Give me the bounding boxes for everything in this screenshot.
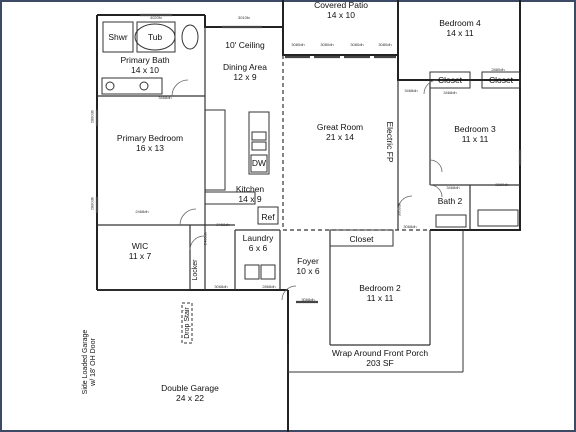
laundry-name: Laundry [242,233,274,243]
bath2-label: Bath 2 [437,196,463,206]
laundry-size: 6 x 6 [248,243,268,253]
window-tag-bath-top-1: 4020fx [149,15,162,20]
wic-label: WIC 11 x 7 [110,241,170,261]
bath-fixtures [101,21,519,228]
closet-b-label: Closet [488,75,514,85]
bedroom3-label: Bedroom 3 11 x 11 [440,124,510,144]
window-tag-patio-1: 3080dh [291,42,305,47]
dining-label: Dining Area 12 x 9 [210,62,280,82]
window-tag-laundry-door: 2468dh [216,222,230,227]
ref-label: Ref [261,212,275,222]
dw-label: DW [251,158,267,168]
primary-bedroom-size: 16 x 13 [136,143,164,153]
primary-bath-size: 14 x 10 [131,65,159,75]
window-tag-bed4-right: 2880dh [491,67,505,72]
covered-patio-label: Covered Patio 14 x 10 [296,0,386,20]
window-tag-primary-bottom: 2468dh [135,209,149,214]
covered-patio-size: 14 x 10 [327,10,355,20]
porch-size: 203 SF [366,358,394,368]
window-tag-bed2-door: 2868dh [262,284,276,289]
drop-stair-label: Drop Stair [184,307,191,339]
bedroom2-size: 11 x 11 [366,293,394,303]
dining-name: Dining Area [223,62,267,72]
primary-bath-name: Primary Bath [120,55,170,65]
porch-label: Wrap Around Front Porch 203 SF [310,348,450,368]
porch-garage-outline [181,230,464,373]
bedroom4-size: 14 x 11 [446,28,474,38]
garage-name: Double Garage [161,383,219,393]
garage-label: Double Garage 24 x 22 [150,383,230,403]
garage-note-line1: Side Loaded Garage [82,329,89,395]
covered-patio-name: Covered Patio [314,0,368,10]
primary-bedroom-label: Primary Bedroom 16 x 13 [115,133,185,153]
kitchen-label: Kitchen 14 x 9 [220,184,280,204]
window-tag-patio-2: 3080dh [320,42,334,47]
wic-name: WIC [131,241,149,251]
window-tag-bath-ss: 3468dh [158,95,172,100]
laundry-appliances [244,264,276,280]
foyer-name: Foyer [297,256,319,266]
tub-label: Tub [147,32,163,42]
kitchen-name: Kitchen [235,184,265,194]
bedroom3-size: 11 x 11 [461,134,489,144]
electric-fp-label: Electric FP [385,121,395,163]
closet-a-label: Closet [437,75,463,85]
window-tag-bath2-right: 2880dh [495,182,509,187]
great-room-name: Great Room [316,122,364,132]
closet-c-label: Closet [349,234,374,244]
ceiling-label: 10' Ceiling [225,40,265,50]
window-tag-bed3-closet: 3468dh [443,90,457,95]
window-tag-primary-left-2: 2880dh [89,196,95,211]
window-tag-patio-4: 3080dh [378,42,392,47]
bedroom2-label: Bedroom 2 11 x 11 [345,283,415,303]
window-tag-bath-top-2: 3010fx [237,15,250,20]
primary-bath-label: Primary Bath 14 x 10 [105,55,185,75]
kitchen-island [248,111,270,175]
bedroom4-label: Bedroom 4 14 x 11 [410,18,510,38]
garage-note-line2: w/ 18' OH Door [90,338,97,386]
porch-name: Wrap Around Front Porch [331,348,429,358]
foyer-size: 10 x 6 [296,266,320,276]
dining-size: 12 x 9 [233,72,257,82]
great-room-size: 21 x 14 [326,132,354,142]
window-tag-front-door: 3068dh [301,297,315,302]
foyer-label: Foyer 10 x 6 [287,256,329,276]
garage-size: 24 x 22 [176,393,204,403]
bedroom2-name: Bedroom 2 [359,283,401,293]
great-room-label: Great Room 21 x 14 [305,122,375,142]
bedroom3-closets [329,71,521,247]
garage-note-label: Side Loaded Garage w/ 18' OH Door [82,312,98,412]
window-tag-foyer-door: 3068dh [396,202,402,217]
window-tag-primary-left-1: 2880dh [89,109,95,124]
window-markers [95,13,522,304]
kitchen-counters [204,109,279,225]
window-tag-closet-door: 3068dh [403,224,417,229]
shower-label: Shwr [108,32,128,42]
bedroom3-name: Bedroom 3 [454,124,496,134]
window-tag-patio-3: 3080dh [350,42,364,47]
window-tag-wic-door: 2468dh [202,231,208,246]
kitchen-size: 14 x 9 [238,194,262,204]
door-swings [171,79,443,301]
bedroom4-name: Bedroom 4 [439,18,481,28]
wic-size: 11 x 7 [128,251,152,261]
locker-label: Locker [192,259,199,281]
laundry-label: Laundry 6 x 6 [237,233,279,253]
drop-stair-outline [181,302,193,344]
primary-bedroom-name: Primary Bedroom [116,133,184,143]
window-tag-garage-door: 3068dh [214,284,228,289]
window-tag-bath2-left: 3468dh [446,185,460,190]
window-tag-bed3-left: 3468dh [404,88,418,93]
